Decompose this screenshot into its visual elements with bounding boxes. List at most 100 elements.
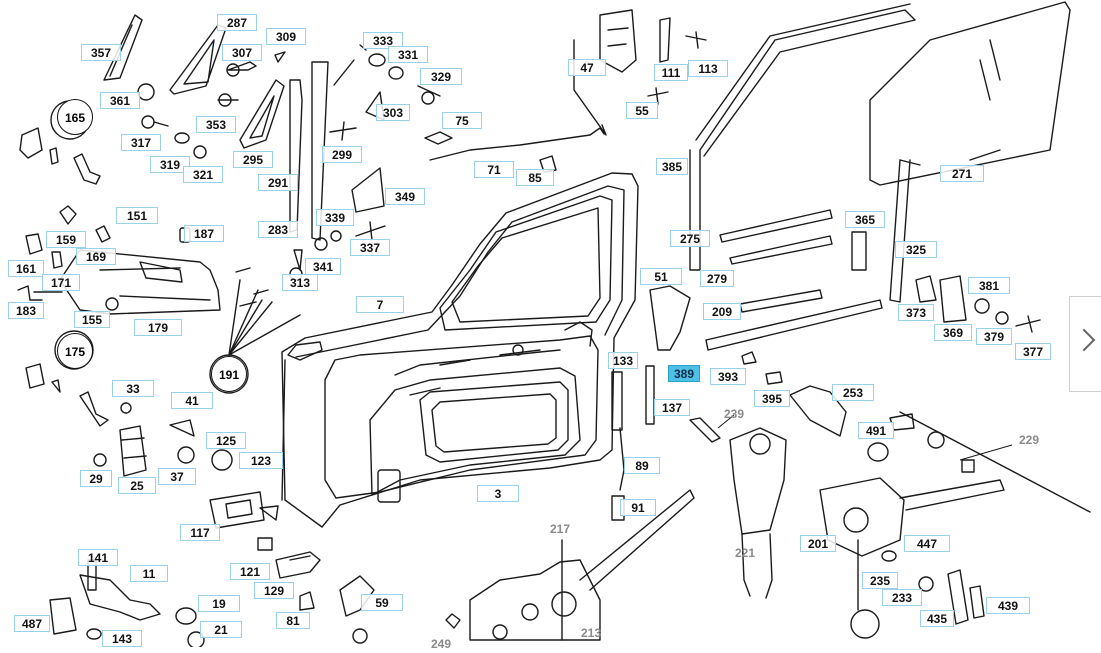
callout-201[interactable]: 201 [800, 535, 836, 552]
callout-349[interactable]: 349 [385, 188, 425, 205]
callout-75[interactable]: 75 [442, 112, 482, 129]
callout-133[interactable]: 133 [608, 352, 638, 369]
callout-385[interactable]: 385 [656, 158, 688, 175]
callout-233[interactable]: 233 [882, 589, 922, 606]
callout-151[interactable]: 151 [116, 207, 158, 224]
callout-321[interactable]: 321 [183, 166, 223, 183]
callout-191[interactable]: 191 [211, 356, 247, 392]
chevron-right-icon [1072, 328, 1096, 352]
callout-41[interactable]: 41 [171, 392, 213, 409]
callout-141[interactable]: 141 [78, 549, 118, 566]
callout-129[interactable]: 129 [254, 582, 294, 599]
callout-81[interactable]: 81 [276, 612, 310, 629]
window-motor [611, 365, 1005, 639]
callout-379[interactable]: 379 [976, 328, 1012, 345]
callout-235[interactable]: 235 [862, 572, 898, 589]
callout-85[interactable]: 85 [516, 169, 554, 186]
callout-187[interactable]: 187 [184, 225, 224, 242]
callout-319[interactable]: 319 [150, 156, 190, 173]
callout-295[interactable]: 295 [233, 151, 273, 168]
callout-121[interactable]: 121 [230, 563, 270, 580]
callout-71[interactable]: 71 [474, 161, 514, 178]
callout-229[interactable]: 229 [1018, 433, 1040, 447]
callout-175[interactable]: 175 [57, 333, 93, 369]
callout-143[interactable]: 143 [102, 630, 142, 647]
callout-275[interactable]: 275 [670, 230, 710, 247]
callout-51[interactable]: 51 [640, 268, 682, 285]
callout-217[interactable]: 217 [549, 522, 571, 536]
callout-7[interactable]: 7 [356, 296, 404, 313]
callout-37[interactable]: 37 [158, 468, 196, 485]
callout-3[interactable]: 3 [477, 485, 519, 502]
callout-271[interactable]: 271 [940, 165, 984, 182]
callout-165[interactable]: 165 [57, 99, 93, 135]
callout-439[interactable]: 439 [986, 597, 1030, 614]
callout-435[interactable]: 435 [920, 610, 954, 627]
door-shell [281, 172, 639, 528]
callout-487[interactable]: 487 [14, 615, 50, 632]
callout-179[interactable]: 179 [134, 319, 182, 336]
callout-283[interactable]: 283 [258, 221, 298, 238]
callout-47[interactable]: 47 [568, 59, 606, 76]
callout-59[interactable]: 59 [361, 594, 403, 611]
callout-331[interactable]: 331 [388, 46, 428, 63]
window-regulator [445, 489, 695, 641]
callout-357[interactable]: 357 [81, 44, 121, 61]
callout-341[interactable]: 341 [305, 258, 341, 275]
callout-125[interactable]: 125 [206, 432, 246, 449]
callout-155[interactable]: 155 [74, 311, 110, 328]
callout-161[interactable]: 161 [8, 260, 44, 277]
callout-395[interactable]: 395 [754, 390, 790, 407]
callout-113[interactable]: 113 [688, 60, 728, 77]
callout-25[interactable]: 25 [118, 477, 156, 494]
callout-353[interactable]: 353 [196, 116, 236, 133]
callout-123[interactable]: 123 [239, 452, 283, 469]
callout-11[interactable]: 11 [130, 565, 168, 582]
callout-55[interactable]: 55 [626, 102, 658, 119]
callout-361[interactable]: 361 [100, 92, 140, 109]
callout-339[interactable]: 339 [316, 209, 354, 226]
callout-159[interactable]: 159 [46, 231, 86, 248]
callout-491[interactable]: 491 [858, 422, 894, 439]
callout-209[interactable]: 209 [703, 303, 741, 320]
callout-369[interactable]: 369 [934, 324, 972, 341]
callout-19[interactable]: 19 [198, 595, 240, 612]
callout-389[interactable]: 389 [668, 365, 700, 382]
callout-329[interactable]: 329 [420, 68, 462, 85]
callout-239[interactable]: 239 [723, 407, 745, 421]
callout-307[interactable]: 307 [222, 44, 262, 61]
callout-381[interactable]: 381 [968, 277, 1010, 294]
callout-299[interactable]: 299 [322, 146, 362, 163]
callout-377[interactable]: 377 [1015, 343, 1051, 360]
callout-171[interactable]: 171 [42, 274, 80, 291]
callout-89[interactable]: 89 [624, 457, 660, 474]
callout-279[interactable]: 279 [700, 270, 734, 287]
callout-169[interactable]: 169 [76, 248, 116, 265]
callout-447[interactable]: 447 [904, 535, 950, 552]
callout-33[interactable]: 33 [112, 380, 154, 397]
callout-91[interactable]: 91 [620, 499, 656, 516]
callout-303[interactable]: 303 [376, 104, 410, 121]
callout-313[interactable]: 313 [282, 274, 318, 291]
callout-117[interactable]: 117 [180, 524, 220, 541]
callout-337[interactable]: 337 [350, 239, 390, 256]
callout-249[interactable]: 249 [430, 637, 452, 651]
callout-221[interactable]: 221 [734, 546, 756, 560]
callout-373[interactable]: 373 [898, 304, 934, 321]
callout-287[interactable]: 287 [217, 14, 257, 31]
callout-29[interactable]: 29 [80, 470, 112, 487]
next-arrow-button[interactable] [1069, 296, 1101, 392]
callout-21[interactable]: 21 [200, 621, 242, 638]
callout-309[interactable]: 309 [266, 28, 306, 45]
callout-317[interactable]: 317 [121, 134, 161, 151]
callout-213[interactable]: 213 [580, 626, 602, 640]
callout-393[interactable]: 393 [710, 368, 746, 385]
callout-111[interactable]: 111 [654, 64, 688, 81]
callout-183[interactable]: 183 [8, 302, 44, 319]
callout-333[interactable]: 333 [363, 32, 403, 49]
callout-253[interactable]: 253 [832, 384, 874, 401]
callout-325[interactable]: 325 [895, 241, 937, 258]
callout-291[interactable]: 291 [258, 174, 298, 191]
callout-365[interactable]: 365 [845, 211, 885, 228]
callout-137[interactable]: 137 [654, 399, 690, 416]
